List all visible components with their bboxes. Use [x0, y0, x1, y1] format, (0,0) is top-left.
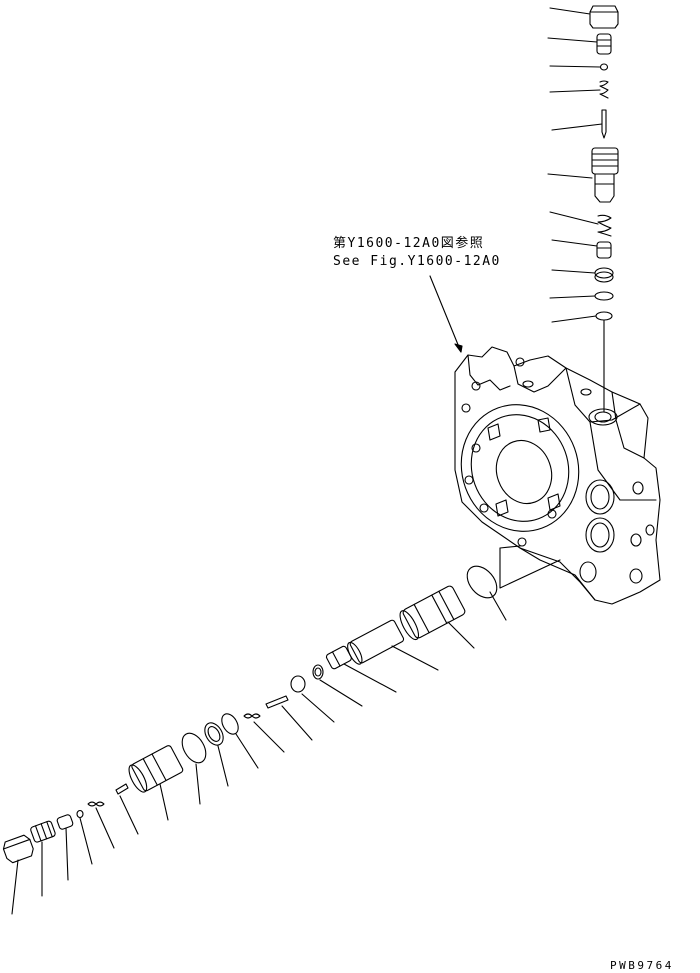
lower-leaders: [11, 591, 507, 915]
valve-body: [454, 346, 661, 605]
upper-leaders: [547, 7, 603, 323]
drawing-code: PWB9764: [610, 959, 674, 972]
reference-leader: [429, 275, 463, 353]
reference-note-jp: 第Y1600-12A0図参照: [333, 236, 485, 251]
upper-stack: [589, 5, 619, 413]
reference-note-en: See Fig.Y1600-12A0: [333, 254, 501, 269]
lower-stack: [2, 565, 498, 864]
